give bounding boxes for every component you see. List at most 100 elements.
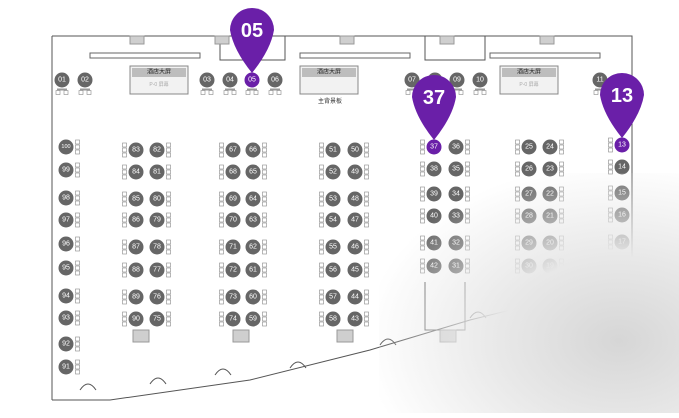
table-circle[interactable] [347, 289, 363, 305]
table-100[interactable]: 100 [58, 139, 80, 155]
table-circle[interactable] [245, 262, 261, 278]
table-83[interactable]: 83 [122, 142, 144, 158]
table-77[interactable]: 77 [149, 262, 171, 278]
table-circle[interactable] [542, 139, 558, 155]
table-48[interactable]: 48 [347, 191, 369, 207]
table-circle[interactable] [347, 164, 363, 180]
table-37[interactable]: 37 [420, 139, 442, 155]
pin-05[interactable]: 05 [230, 8, 274, 73]
table-29[interactable]: 29 [515, 235, 537, 251]
table-71[interactable]: 71 [219, 239, 241, 255]
table-63[interactable]: 63 [245, 212, 267, 228]
table-circle[interactable] [222, 72, 238, 88]
table-55[interactable]: 55 [319, 239, 341, 255]
table-62[interactable]: 62 [245, 239, 267, 255]
table-circle[interactable] [245, 142, 261, 158]
table-circle[interactable] [521, 139, 537, 155]
table-60[interactable]: 60 [245, 289, 267, 305]
table-circle[interactable] [347, 311, 363, 327]
table-circle[interactable] [347, 262, 363, 278]
table-67[interactable]: 67 [219, 142, 241, 158]
table-41[interactable]: 41 [420, 235, 442, 251]
table-circle[interactable] [325, 212, 341, 228]
table-72[interactable]: 72 [219, 262, 241, 278]
table-circle[interactable] [149, 311, 165, 327]
table-80[interactable]: 80 [149, 191, 171, 207]
table-42[interactable]: 42 [420, 258, 442, 274]
table-circle[interactable] [472, 72, 488, 88]
table-circle[interactable] [58, 260, 74, 276]
table-04[interactable]: 04 [222, 72, 238, 95]
table-05[interactable]: 05 [244, 72, 260, 95]
table-circle[interactable] [325, 239, 341, 255]
table-circle[interactable] [225, 164, 241, 180]
pin-13[interactable]: 13 [600, 73, 644, 138]
table-36[interactable]: 36 [448, 139, 470, 155]
table-86[interactable]: 86 [122, 212, 144, 228]
table-circle[interactable] [58, 190, 74, 206]
table-circle[interactable] [128, 212, 144, 228]
table-circle[interactable] [58, 162, 74, 178]
table-34[interactable]: 34 [448, 186, 470, 202]
table-circle[interactable] [128, 142, 144, 158]
table-circle[interactable] [225, 262, 241, 278]
table-01[interactable]: 01 [54, 72, 70, 95]
table-circle[interactable] [225, 142, 241, 158]
table-61[interactable]: 61 [245, 262, 267, 278]
table-94[interactable]: 94 [58, 288, 80, 304]
table-54[interactable]: 54 [319, 212, 341, 228]
table-31[interactable]: 31 [448, 258, 470, 274]
table-circle[interactable] [58, 236, 74, 252]
table-46[interactable]: 46 [347, 239, 369, 255]
table-25[interactable]: 25 [515, 139, 537, 155]
table-circle[interactable] [149, 212, 165, 228]
table-circle[interactable] [225, 191, 241, 207]
table-circle[interactable] [149, 239, 165, 255]
table-82[interactable]: 82 [149, 142, 171, 158]
table-57[interactable]: 57 [319, 289, 341, 305]
table-40[interactable]: 40 [420, 208, 442, 224]
table-circle[interactable] [225, 311, 241, 327]
table-65[interactable]: 65 [245, 164, 267, 180]
table-circle[interactable] [58, 139, 74, 155]
table-circle[interactable] [267, 72, 283, 88]
table-06[interactable]: 06 [267, 72, 283, 95]
table-66[interactable]: 66 [245, 142, 267, 158]
table-56[interactable]: 56 [319, 262, 341, 278]
pin-marker[interactable] [230, 8, 274, 73]
table-circle[interactable] [225, 289, 241, 305]
table-circle[interactable] [149, 191, 165, 207]
table-47[interactable]: 47 [347, 212, 369, 228]
table-circle[interactable] [542, 161, 558, 177]
table-circle[interactable] [448, 139, 464, 155]
table-circle[interactable] [245, 212, 261, 228]
table-35[interactable]: 35 [448, 161, 470, 177]
table-circle[interactable] [58, 336, 74, 352]
table-circle[interactable] [347, 212, 363, 228]
table-circle[interactable] [128, 191, 144, 207]
table-21[interactable]: 21 [542, 208, 564, 224]
table-99[interactable]: 99 [58, 162, 80, 178]
table-87[interactable]: 87 [122, 239, 144, 255]
table-13[interactable]: 13 [608, 137, 630, 153]
table-96[interactable]: 96 [58, 236, 80, 252]
table-circle[interactable] [54, 72, 70, 88]
table-circle[interactable] [325, 262, 341, 278]
table-circle[interactable] [426, 161, 442, 177]
table-75[interactable]: 75 [149, 311, 171, 327]
table-44[interactable]: 44 [347, 289, 369, 305]
table-85[interactable]: 85 [122, 191, 144, 207]
table-circle[interactable] [128, 239, 144, 255]
table-circle[interactable] [448, 161, 464, 177]
table-39[interactable]: 39 [420, 186, 442, 202]
pin-37[interactable]: 37 [412, 75, 456, 140]
table-circle[interactable] [245, 164, 261, 180]
table-23[interactable]: 23 [542, 161, 564, 177]
table-90[interactable]: 90 [122, 311, 144, 327]
table-circle[interactable] [58, 212, 74, 228]
table-32[interactable]: 32 [448, 235, 470, 251]
table-circle[interactable] [149, 289, 165, 305]
table-26[interactable]: 26 [515, 161, 537, 177]
table-49[interactable]: 49 [347, 164, 369, 180]
table-circle[interactable] [325, 164, 341, 180]
